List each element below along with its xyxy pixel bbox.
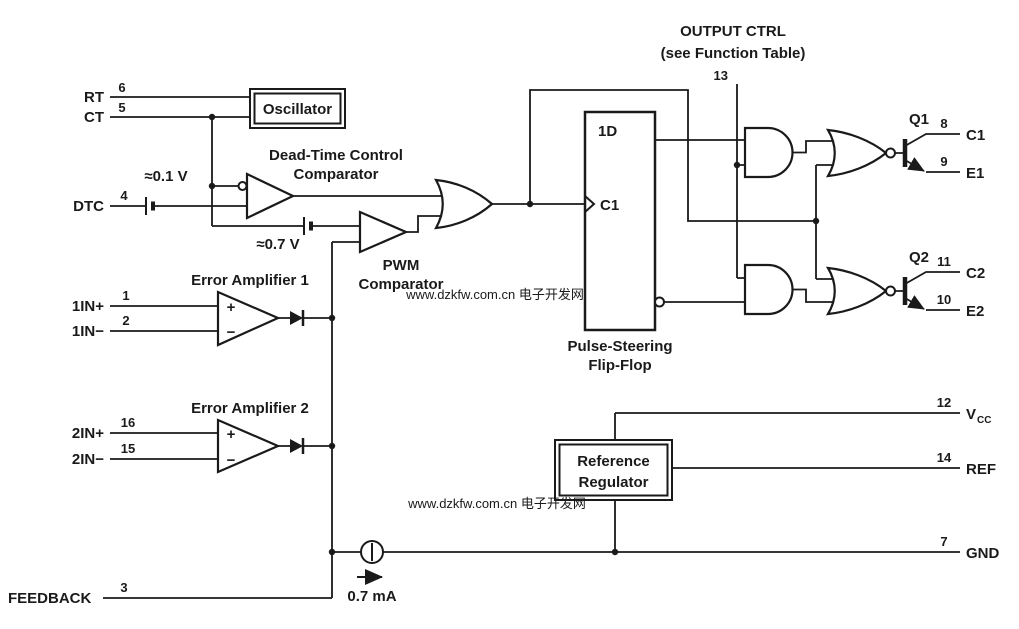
oscillator-inner-border [253, 92, 342, 125]
junction-dot [526, 200, 534, 208]
pin-label-dtc: DTC [73, 198, 104, 215]
flip-flop-label-1: Pulse-Steering [567, 338, 672, 355]
inverter-bubble-icon [885, 147, 896, 159]
q1-label: Q1 [909, 111, 929, 128]
oscillator-box [249, 88, 346, 129]
error-amplifier-1-minus: − [227, 324, 236, 341]
oscillator-label: Oscillator [263, 101, 332, 118]
current-source [357, 540, 384, 585]
inverter-bubble-icon [237, 181, 248, 191]
pin-label-e1: E1 [966, 165, 984, 182]
or-gate [434, 178, 494, 230]
pin-label-feedback: FEEDBACK [8, 590, 92, 607]
diode-2 [290, 438, 305, 454]
error-amplifier-1-plus: + [227, 299, 236, 316]
reference-regulator-label-2: Regulator [578, 474, 648, 491]
q1-emitter-arrow-icon [904, 157, 925, 172]
pin-label-1in-plus: 1IN+ [72, 298, 104, 315]
error-amplifier-2-plus: + [227, 426, 236, 443]
circuit-wires [103, 84, 960, 599]
error-amplifier-2-label: Error Amplifier 2 [191, 400, 309, 417]
pin-label-vcc-subscript: CC [977, 415, 991, 426]
pin-number-6: 6 [118, 80, 125, 95]
pin-number-12: 12 [937, 395, 951, 410]
flip-flop-d-input-label: 1D [598, 123, 617, 140]
error-amplifier-1-label: Error Amplifier 1 [191, 272, 309, 289]
pwm-offset-label: ≈0.7 V [256, 236, 299, 253]
pin-label-rt: RT [84, 89, 104, 106]
junction-dot [208, 182, 216, 190]
junction-dot [328, 314, 336, 322]
pin-number-11: 11 [937, 254, 951, 269]
pin-label-2in-minus: 2IN− [72, 451, 104, 468]
junction-dot [328, 442, 336, 450]
pin-label-ref: REF [966, 461, 996, 478]
junction-dot [328, 548, 336, 556]
flip-flop-label-2: Flip-Flop [588, 357, 651, 374]
junction-dot [208, 113, 216, 121]
flip-flop-box [583, 110, 657, 332]
pwm-comparator-label-1: PWM [383, 257, 420, 274]
pin-label-1in-minus: 1IN− [72, 323, 104, 340]
output-ctrl-note: (see Function Table) [661, 45, 806, 62]
transistor-q1 [902, 139, 925, 172]
pwm-comparator-label-2: Comparator [358, 276, 443, 293]
pin-label-ct: CT [84, 109, 104, 126]
and-gate-2 [743, 263, 794, 316]
watermark-blue: www.dzkfw.com.cn 电子开发网 [405, 287, 584, 302]
pin-label-c1: C1 [966, 127, 985, 144]
reference-regulator-inner-border [558, 443, 669, 497]
pin-label-c2: C2 [966, 265, 985, 282]
pin-number-15: 15 [121, 441, 135, 456]
diode-arrow [290, 311, 303, 325]
output-ctrl-label: OUTPUT CTRL [680, 23, 786, 40]
battery-0v7 [303, 217, 313, 235]
diode-arrow [290, 439, 303, 453]
pin-number-7: 7 [940, 534, 947, 549]
pin-number-16: 16 [121, 415, 135, 430]
pin-label-2in-plus: 2IN+ [72, 425, 104, 442]
inverter-bubble-icon [654, 296, 665, 308]
pin-number-1: 1 [122, 288, 129, 303]
junction-dot [812, 217, 820, 225]
junction-dot [611, 548, 619, 556]
nor-gate-1 [825, 128, 888, 178]
junction-dot [733, 161, 741, 169]
flip-flop-clock-label: C1 [600, 197, 619, 214]
transistor-q2 [902, 277, 925, 310]
error-amplifier-2-minus: − [227, 452, 236, 469]
q2-label: Q2 [909, 249, 929, 266]
pwm-comparator-triangle [358, 210, 409, 254]
dead-time-comparator-label-2: Comparator [293, 166, 378, 183]
current-source-label: 0.7 mA [347, 588, 396, 605]
and-gate-1 [743, 126, 794, 179]
dead-time-comparator-triangle [245, 172, 296, 220]
pin-number-14: 14 [937, 450, 952, 465]
pin-number-10: 10 [937, 292, 951, 307]
pin-number-4: 4 [120, 188, 128, 203]
error-amplifier-2-triangle [216, 418, 281, 474]
pin-number-8: 8 [940, 116, 947, 131]
reference-regulator-box [554, 439, 673, 501]
pin-number-3: 3 [120, 580, 127, 595]
pin-label-e2: E2 [966, 303, 984, 320]
q2-emitter-arrow-icon [904, 295, 925, 310]
reference-regulator-label-1: Reference [577, 453, 650, 470]
clock-wedge-icon [584, 195, 596, 213]
error-amplifier-1-triangle [216, 290, 281, 347]
diode-1 [290, 310, 305, 326]
dead-time-comparator-label-1: Dead-Time Control [269, 147, 403, 164]
nor-gate-2 [825, 266, 888, 316]
dtc-offset-label: ≈0.1 V [144, 168, 187, 185]
pin-label-vcc: V [966, 406, 976, 423]
pin-number-9: 9 [940, 154, 947, 169]
watermark-green: www.dzkfw.com.cn 电子开发网 [407, 496, 586, 511]
pin-number-2: 2 [122, 313, 129, 328]
pin-label-gnd: GND [966, 545, 1000, 562]
pin-number-13: 13 [714, 68, 728, 83]
battery-0v1 [145, 197, 155, 215]
inverter-bubble-icon [885, 285, 896, 297]
pin-number-5: 5 [118, 100, 125, 115]
